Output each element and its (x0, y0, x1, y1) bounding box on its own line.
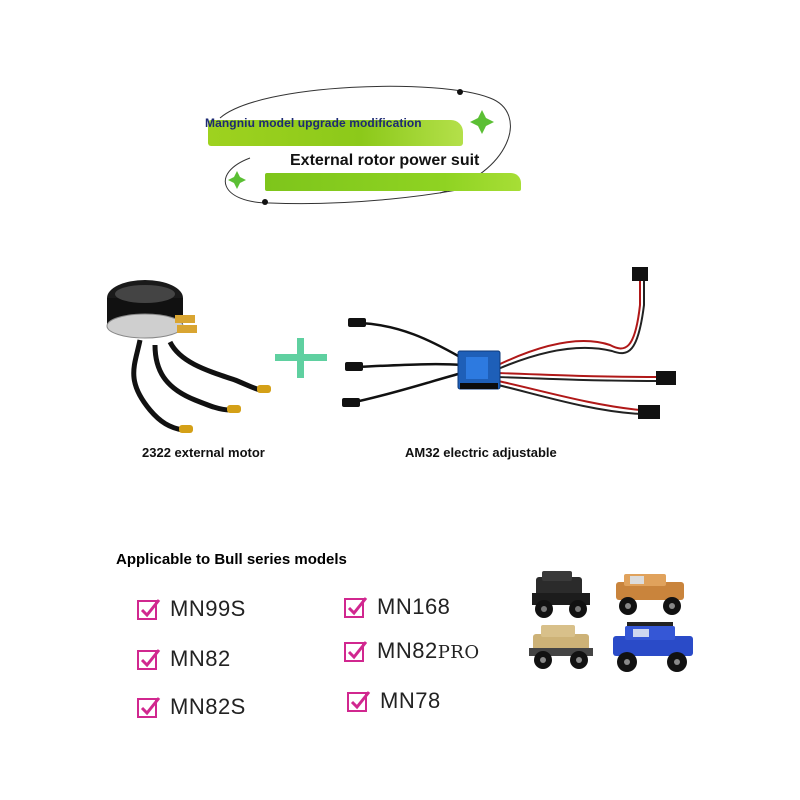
car-image-orange-suv (616, 574, 684, 615)
car-image-blue-suv (613, 622, 693, 672)
model-name: MN82S (170, 694, 246, 719)
model-name-suffix: PRO (437, 642, 480, 663)
model-item: MN82PRO (343, 638, 480, 664)
esc-image (342, 267, 676, 419)
checkbox-checked-icon (137, 649, 161, 670)
model-item: MN78 (346, 688, 441, 714)
car-image-tan-suv (529, 625, 593, 669)
checkbox-checked-icon (347, 691, 371, 712)
banner-title: External rotor power suit (290, 152, 480, 169)
applicable-heading: Applicable to Bull series models (116, 551, 347, 568)
checkbox-checked-icon (344, 597, 368, 618)
esc-caption: AM32 electric adjustable (405, 445, 557, 460)
banner-title-bar (265, 173, 521, 191)
model-name: MN168 (377, 594, 451, 619)
model-item: MN168 (343, 594, 450, 620)
model-name: MN99S (170, 596, 246, 621)
model-name: MN82PRO (377, 638, 480, 664)
banner-subtitle-bar (208, 120, 463, 146)
banner-orbit-decoration (219, 85, 511, 205)
model-item: MN82S (136, 694, 246, 720)
model-item: MN82 (136, 646, 231, 672)
plus-icon (275, 338, 327, 378)
checkbox-checked-icon (137, 697, 161, 718)
checkbox-checked-icon (137, 599, 161, 620)
motor-caption: 2322 external motor (142, 445, 265, 460)
banner-subtitle: Mangniu model upgrade modification (205, 116, 422, 130)
banner: Mangniu model upgrade modification Exter… (190, 78, 540, 213)
model-name: MN82 (170, 646, 231, 671)
model-name-base: MN82 (377, 638, 438, 663)
model-item: MN99S (136, 596, 246, 622)
car-image-black-suv (532, 571, 590, 618)
model-name: MN78 (380, 688, 441, 713)
motor-image (106, 280, 271, 433)
checkbox-checked-icon (344, 641, 368, 662)
